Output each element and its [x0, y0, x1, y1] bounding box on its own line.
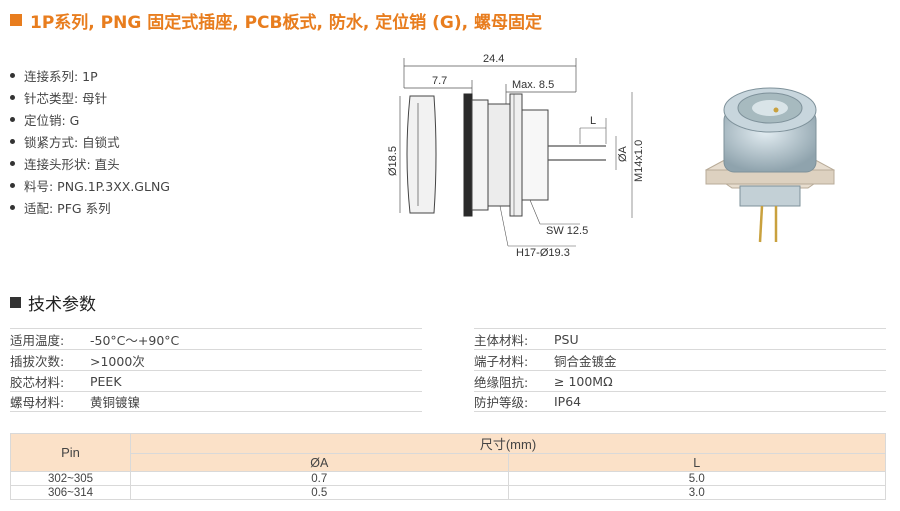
dim-oa: ØA [617, 145, 629, 162]
param-value: 铜合金镀金 [554, 353, 617, 369]
param-label: 插拔次数: [10, 353, 65, 369]
bullet-icon [10, 138, 15, 144]
param-row: 防护等级: IP64 [474, 391, 886, 412]
col-a-header: ØA [130, 453, 509, 472]
spec-item: 针芯类型: 母针 [10, 86, 170, 108]
param-value: -50°C～+90°C [90, 332, 180, 348]
spec-item: 锁紧方式: 自锁式 [10, 130, 170, 152]
param-value: >1000次 [90, 353, 145, 369]
param-value: PEEK [90, 373, 122, 389]
dim-total-length: 24.4 [483, 53, 504, 65]
dim-hole: H17-Ø19.3 [516, 247, 570, 259]
table-row: 306~314 0.5 3.0 [10, 485, 886, 500]
spec-item: 适配: PFG 系列 [10, 196, 170, 218]
param-row: 胶芯材料: PEEK [10, 370, 422, 391]
param-label: 胶芯材料: [10, 374, 65, 390]
param-row: 主体材料: PSU [474, 328, 886, 349]
title-square-icon [10, 14, 22, 26]
dim-diameter: Ø18.5 [387, 146, 399, 176]
param-label: 端子材料: [474, 353, 529, 369]
l-cell: 5.0 [507, 471, 886, 486]
spec-text: 适配: PFG 系列 [24, 200, 111, 216]
dim-thread: M14x1.0 [633, 140, 645, 182]
l-cell: 3.0 [507, 485, 886, 500]
dim-l: L [590, 115, 596, 127]
spec-text: 针芯类型: 母针 [24, 90, 108, 106]
spec-text: 连接系列: 1P [24, 68, 98, 84]
param-label: 适用温度: [10, 332, 65, 348]
bullet-icon [10, 160, 15, 166]
page-title: 1P系列, PNG 固定式插座, PCB板式, 防水, 定位销 (G), 螺母固… [10, 8, 543, 33]
bullet-icon [10, 72, 15, 78]
dim-front: 7.7 [432, 75, 447, 87]
pin-cell: 302~305 [10, 471, 131, 486]
spec-text: 连接头形状: 直头 [24, 156, 120, 172]
params-left: 适用温度: -50°C～+90°C 插拔次数: >1000次 胶芯材料: PEEK 螺… [10, 328, 422, 412]
col-l-header: L [507, 453, 886, 472]
param-row: 插拔次数: >1000次 [10, 349, 422, 370]
size-table: Pin 尺寸(mm) ØA L 302~305 0.7 5.0 306~314 … [10, 433, 886, 500]
param-row: 适用温度: -50°C～+90°C [10, 328, 422, 349]
param-label: 主体材料: [474, 332, 529, 348]
spec-item: 连接系列: 1P [10, 64, 170, 86]
spec-list: 连接系列: 1P 针芯类型: 母针 定位销: G 锁紧方式: 自锁式 连接头形状… [10, 64, 170, 218]
technical-drawing: 24.4 7.7 Max. 8.5 L ØA Ø18.5 M14x1.0 SW … [387, 53, 645, 259]
bullet-icon [10, 204, 15, 210]
spec-item: 料号: PNG.1P.3XX.GLNG [10, 174, 170, 196]
param-value: ≥ 100MΩ [554, 373, 613, 389]
a-cell: 0.5 [130, 485, 509, 500]
param-label: 防护等级: [474, 395, 529, 410]
bullet-icon [10, 94, 15, 100]
title-text: 1P系列, PNG 固定式插座, PCB板式, 防水, 定位销 (G), 螺母固… [30, 12, 543, 33]
pin-cell: 306~314 [10, 485, 131, 500]
spec-text: 锁紧方式: 自锁式 [24, 134, 120, 150]
param-value: 黄铜镀镍 [90, 395, 141, 410]
param-label: 螺母材料: [10, 395, 65, 410]
connector-product-image [705, 87, 835, 243]
section-square-icon [10, 297, 21, 308]
param-row: 端子材料: 铜合金镀金 [474, 349, 886, 370]
params-right: 主体材料: PSU 端子材料: 铜合金镀金 绝缘阻抗: ≥ 100MΩ 防护等级: IP… [474, 328, 886, 412]
spec-item: 定位销: G [10, 108, 170, 130]
bullet-icon [10, 116, 15, 122]
param-label: 绝缘阻抗: [474, 374, 529, 390]
param-value: PSU [554, 331, 579, 347]
section-title: 技术参数 [28, 295, 96, 315]
param-row: 绝缘阻抗: ≥ 100MΩ [474, 370, 886, 391]
a-cell: 0.7 [130, 471, 509, 486]
bullet-icon [10, 182, 15, 188]
spec-item: 连接头形状: 直头 [10, 152, 170, 174]
dim-max: Max. 8.5 [512, 79, 554, 91]
param-row: 螺母材料: 黄铜镀镍 [10, 391, 422, 412]
spec-text: 料号: PNG.1P.3XX.GLNG [24, 178, 170, 194]
pin-header: Pin [10, 433, 131, 472]
dim-sw: SW 12.5 [546, 225, 588, 237]
param-value: IP64 [554, 394, 582, 409]
size-group-header: 尺寸(mm) [130, 433, 886, 454]
spec-text: 定位销: G [24, 112, 80, 128]
section-heading: 技术参数 [10, 290, 96, 315]
table-row: 302~305 0.7 5.0 [10, 471, 886, 486]
